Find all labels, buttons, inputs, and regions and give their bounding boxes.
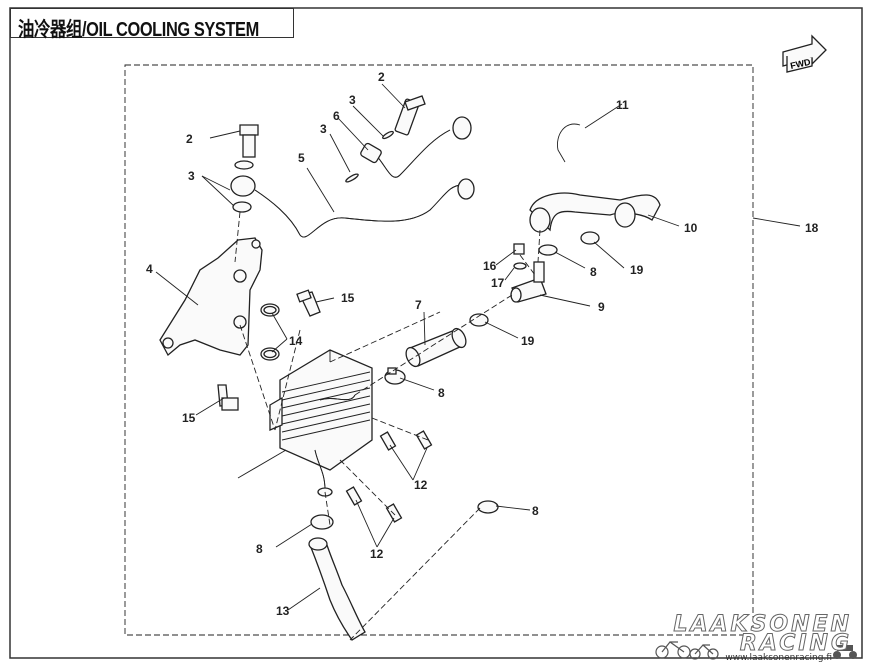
hose-clamp-4 (310, 514, 334, 530)
assembly-boundary (124, 64, 754, 636)
bleed-screw (513, 243, 525, 255)
sealing-washer-1 (382, 130, 394, 140)
callout-6: 6 (333, 109, 340, 123)
watermark-url: www.laaksonenracing.fi (725, 653, 832, 663)
spring-clamp-1 (469, 313, 489, 327)
banjo-bolt-top-right (394, 95, 426, 136)
coolant-hose-lower (308, 537, 366, 641)
diagram-title: 油冷器组/OIL COOLING SYSTEM (18, 19, 259, 41)
callout-2-top: 2 (378, 70, 385, 84)
tee-connector (510, 261, 547, 303)
callout-19-right: 19 (630, 263, 644, 277)
callout-4: 4 (146, 262, 153, 276)
fwd-arrow-icon: FWD (782, 34, 827, 73)
coolant-hose-short (405, 327, 467, 368)
fwd-label: FWD (789, 57, 812, 71)
page-border (9, 7, 863, 659)
motorbike-icon (689, 644, 719, 660)
callout-15-left: 15 (182, 411, 196, 425)
callout-8-right: 8 (590, 265, 597, 279)
banjo-bolt-left (230, 124, 259, 213)
callout-5: 5 (298, 151, 305, 165)
hose-retainer-clip (557, 123, 581, 163)
callout-19-mid: 19 (521, 334, 535, 348)
callout-12-lower: 12 (370, 547, 384, 561)
callout-2-left: 2 (186, 132, 193, 146)
cooler-bolt-3 (345, 486, 363, 506)
callout-8-left: 8 (256, 542, 263, 556)
oil-cooler (269, 349, 373, 497)
oil-pipe-short (360, 116, 472, 178)
mounting-bracket (159, 237, 263, 357)
bleed-washer (513, 262, 527, 270)
callout-18: 18 (805, 221, 819, 235)
coolant-hose-curved (529, 192, 661, 233)
callout-14: 14 (289, 334, 303, 348)
cooler-bolt-4 (385, 503, 403, 523)
hose-clamp-3 (477, 500, 499, 514)
o-ring-lower-inner (263, 349, 277, 359)
cooler-bolt-2 (415, 430, 433, 450)
flange-bolt-upper (296, 289, 321, 317)
cooler-bolt-1 (379, 431, 397, 451)
callout-16: 16 (483, 259, 497, 273)
watermark-logo: LAAKSONEN RACING www.laaksonenracing.fi (647, 612, 862, 664)
spring-clamp-2 (580, 231, 600, 245)
oil-pipe-long (254, 178, 475, 238)
callout-8-hose: 8 (438, 386, 445, 400)
callout-13: 13 (276, 604, 290, 618)
flange-bolt-lower (217, 384, 239, 411)
callout-3-mid: 3 (320, 122, 327, 136)
callout-3-left: 3 (188, 169, 195, 183)
o-ring-upper-inner (263, 305, 277, 315)
callout-15-right: 15 (341, 291, 355, 305)
callout-9: 9 (598, 300, 605, 314)
callout-11: 11 (616, 98, 629, 112)
callout-12-upper: 12 (414, 478, 428, 492)
atv-icon (833, 645, 857, 659)
watermark-line1: LAAKSONEN (673, 612, 852, 638)
callout-17: 17 (491, 276, 505, 290)
callout-7: 7 (415, 298, 422, 312)
watermark-line2: RACING (739, 631, 852, 657)
callout-10: 10 (684, 221, 698, 235)
hose-clamp-2 (538, 244, 558, 256)
callout-8-lower: 8 (532, 504, 539, 518)
sealing-washer-2 (345, 173, 359, 183)
callout-3-top: 3 (349, 93, 356, 107)
hose-clamp-1 (384, 367, 406, 385)
callout-leaders (155, 83, 801, 611)
